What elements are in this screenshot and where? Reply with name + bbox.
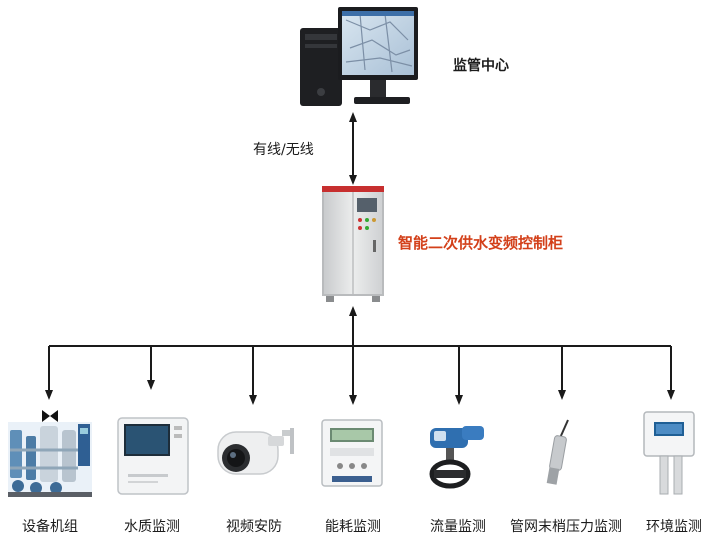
device-label: 能耗监测	[325, 519, 381, 535]
flow-meter-icon	[429, 426, 484, 489]
device-label: 设备机组	[22, 519, 78, 535]
pressure-sensor-icon	[546, 419, 569, 485]
link-type-label: 有线/无线	[253, 142, 314, 158]
energy-meter-icon	[321, 419, 383, 487]
monitoring-center-label: 监管中心	[453, 58, 509, 74]
security-camera-icon	[217, 428, 294, 475]
pump-unit-icon	[8, 410, 92, 497]
device-label: 视频安防	[226, 519, 282, 535]
device-label: 环境监测	[646, 519, 702, 535]
device-label: 流量监测	[430, 519, 486, 535]
device-label: 管网末梢压力监测	[510, 519, 622, 535]
environment-sensor-icon	[643, 411, 695, 495]
control-cabinet-icon	[322, 186, 384, 302]
computer-icon	[300, 7, 418, 106]
water-quality-analyzer-icon	[117, 417, 189, 495]
connection-lines	[45, 112, 675, 405]
cabinet-label: 智能二次供水变频控制柜	[398, 234, 564, 252]
device-label: 水质监测	[124, 519, 180, 535]
